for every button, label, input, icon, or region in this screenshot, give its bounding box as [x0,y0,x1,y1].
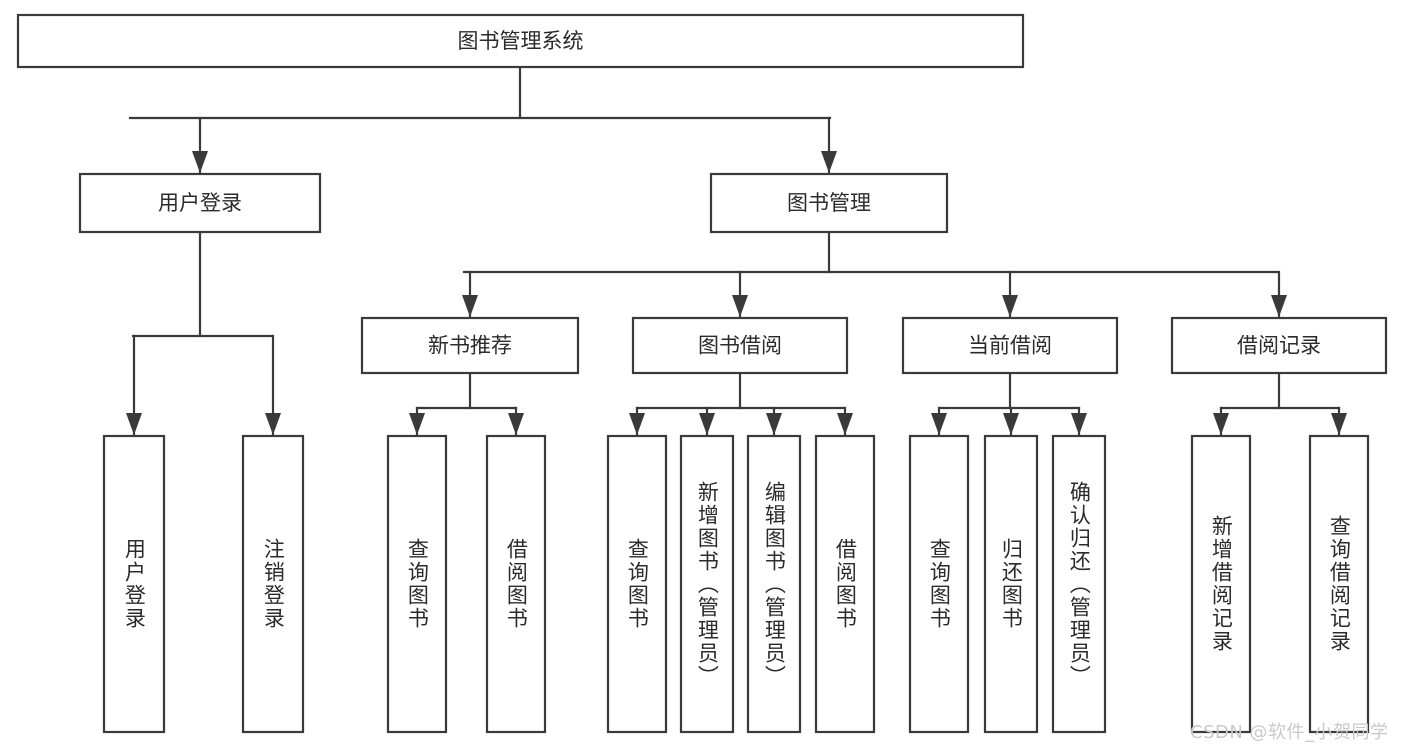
node-box-leaf-borrow-book-2[interactable] [814,434,876,734]
arrow-head-icon [1271,295,1287,317]
node-box-leaf-confirm-return[interactable] [1051,434,1107,734]
node-box-leaf-query-record[interactable] [1308,434,1370,734]
node-box-leaf-edit-book[interactable] [746,434,802,734]
node-box-user-login[interactable] [78,172,322,234]
node-label-book-manage: 图书管理 [787,191,871,215]
arrow-head-icon [1071,413,1087,435]
arrow-head-icon [462,295,478,317]
node-box-book-borrow[interactable] [631,316,849,375]
arrow-head-icon [508,413,524,435]
node-box-leaf-user-login[interactable] [102,434,166,734]
arrow-head-icon [1213,413,1229,435]
csdn-watermark: CSDN @软件_小贺同学 [1190,722,1389,743]
arrow-head-icon [1003,413,1019,435]
node-box-new-book-rec[interactable] [360,316,580,375]
node-label-borrow-record: 借阅记录 [1237,334,1321,358]
node-label-root: 图书管理系统 [458,29,584,53]
node-label-new-book-rec: 新书推荐 [428,334,512,358]
node-boxes-layer [16,13,1388,734]
node-box-book-manage[interactable] [709,172,949,234]
arrow-head-icon [409,413,425,435]
node-box-current-borrow[interactable] [901,316,1119,375]
node-label-book-borrow: 图书借阅 [698,334,782,358]
arrow-head-icon [629,413,645,435]
node-box-leaf-return-book[interactable] [983,434,1039,734]
node-box-leaf-add-record[interactable] [1190,434,1252,734]
node-box-leaf-query-book-3[interactable] [908,434,970,734]
arrow-head-icon [1002,295,1018,317]
arrow-head-icon [931,413,947,435]
arrow-head-icon [699,413,715,435]
node-box-root[interactable] [16,13,1025,69]
node-box-leaf-add-book[interactable] [679,434,735,734]
arrow-head-icon [821,151,837,173]
arrow-head-icon [192,151,208,173]
node-label-user-login: 用户登录 [158,191,242,215]
node-box-leaf-logout[interactable] [241,434,305,734]
node-box-leaf-query-book-1[interactable] [386,434,448,734]
arrow-head-icon [766,413,782,435]
connectors-layer [126,65,1347,436]
arrow-head-icon [1331,413,1347,435]
arrow-head-icon [837,413,853,435]
arrow-head-icon [265,413,281,435]
node-box-leaf-borrow-book-1[interactable] [485,434,547,734]
arrow-head-icon [732,295,748,317]
node-box-leaf-query-book-2[interactable] [606,434,668,734]
node-label-current-borrow: 当前借阅 [968,334,1052,358]
arrow-head-icon [126,413,142,435]
node-box-borrow-record[interactable] [1170,316,1388,375]
